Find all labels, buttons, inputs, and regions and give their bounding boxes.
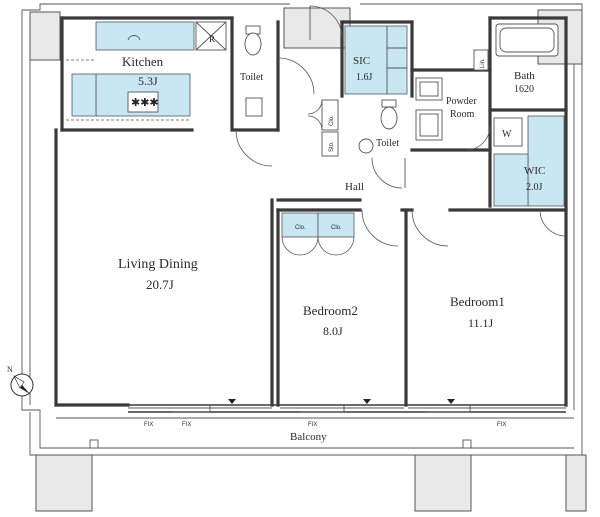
washer: W <box>493 117 523 147</box>
toilet-icon <box>244 32 262 56</box>
fix-label-3: FIX <box>308 422 317 428</box>
window-marker-icon <box>447 399 455 404</box>
svg-text:✱✱✱: ✱✱✱ <box>131 97 159 109</box>
clo-3-label: Clo. <box>331 225 342 231</box>
bedroom1-size: 11.1J <box>468 316 494 330</box>
lin-label: Lin. <box>480 58 486 68</box>
kitchen-size: 5.3J <box>138 74 158 88</box>
window-marker-icon <box>228 399 236 404</box>
clo-1 <box>321 99 339 131</box>
lin-cabinet <box>473 49 489 71</box>
compass-letter: N <box>7 365 13 374</box>
sic: SIC 1.6J <box>344 25 408 95</box>
toilet-2-label: Toilet <box>376 138 399 149</box>
entry-door-swing <box>309 5 343 39</box>
column-bottom-left <box>35 454 93 512</box>
fix-label-4: FIX <box>497 422 506 428</box>
kitchen-area: R ✱✱✱ Kitchen 5.3J <box>66 21 227 121</box>
sto-label: Sto. <box>329 141 335 152</box>
kitchen-tall-cabinet <box>71 73 97 117</box>
sto-1 <box>321 131 339 157</box>
compass-icon: N <box>7 365 34 397</box>
fix-label-1: FIX <box>144 422 153 428</box>
bedroom2-size: 8.0J <box>323 324 343 338</box>
column-top-left <box>29 11 61 61</box>
wic-size: 2.0J <box>526 182 543 193</box>
living-dining-size: 20.7J <box>146 277 174 292</box>
bedroom1-door <box>411 209 449 247</box>
clo-1-label: Clo. <box>329 115 335 126</box>
fix-label-2: FIX <box>182 422 191 428</box>
balcony-name: Balcony <box>290 431 327 443</box>
bedroom2-closet: Clo. Clo. <box>281 212 355 256</box>
window-marker-icon <box>363 399 371 404</box>
hall-storage: Clo. Sto. <box>307 99 339 157</box>
sic-size: 1.6J <box>356 72 373 83</box>
toilet-2: Toilet <box>358 99 406 189</box>
bath-name: Bath <box>514 70 535 82</box>
wic-storage <box>527 115 565 207</box>
stove-icon: ✱✱✱ <box>127 91 159 113</box>
powder-room-line2: Room <box>450 109 475 120</box>
toilet-1-label: Toilet <box>240 72 263 83</box>
kitchen-counter-upper <box>95 21 195 51</box>
wic-storage-bottom <box>493 153 529 207</box>
powder-room: Powder Room <box>415 77 491 151</box>
bedroom2-door <box>361 209 399 247</box>
kitchen-name: Kitchen <box>122 54 164 69</box>
washer-label: W <box>502 129 512 140</box>
toilet-1: Toilet <box>235 25 315 167</box>
wic-name: WIC <box>524 165 545 177</box>
clo-2-label: Clo. <box>295 225 306 231</box>
column-bottom-right <box>414 454 472 512</box>
toilet-2-sink <box>358 138 374 154</box>
hall-label: Hall <box>345 181 364 193</box>
living-dining-name: Living Dining <box>118 257 198 272</box>
refrigerator-label: R <box>209 34 215 44</box>
sic-name: SIC <box>353 55 370 67</box>
toilet-2-icon <box>380 106 398 130</box>
balcony: FIX FIX FIX FIX Balcony <box>29 412 583 456</box>
toilet-1-sink <box>245 97 263 117</box>
bath-size: 1620 <box>514 84 534 95</box>
sic-storage <box>344 25 408 95</box>
bedroom1-name: Bedroom1 <box>450 294 505 309</box>
wic: WIC 2.0J <box>493 115 567 237</box>
column-top-mid <box>283 7 351 49</box>
bath: Lin. Bath 1620 <box>473 23 559 95</box>
powder-room-line1: Powder <box>446 96 477 107</box>
column-bottom-right-edge <box>565 454 587 512</box>
window-sashes <box>128 399 566 413</box>
bedroom2-name: Bedroom2 <box>303 303 358 318</box>
outer-envelope <box>21 3 583 418</box>
